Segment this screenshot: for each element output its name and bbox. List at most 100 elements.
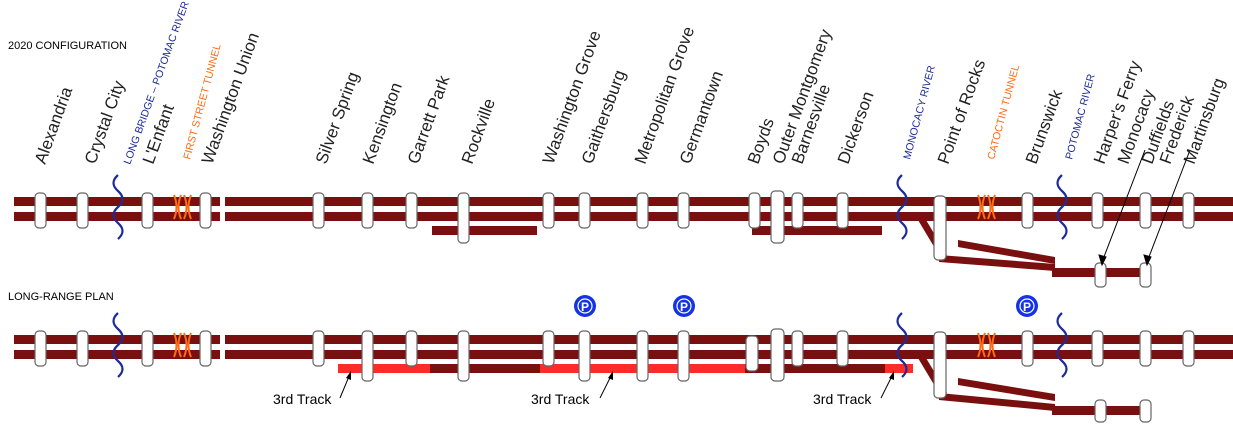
bottom-tunnels [173,332,996,358]
leader-arrows [1098,149,1191,267]
top-rivers [112,174,1068,240]
station-label: Alexandria [31,84,77,166]
station-marker-lenfant [141,192,154,229]
station-marker-kensington [361,192,374,229]
third-track-label: 3rd Track [273,391,332,407]
track-main-b [14,212,220,221]
potomac-river-icon [1056,174,1068,240]
top-tunnels [173,194,996,220]
station-marker-silver-spring [312,192,325,229]
station-marker-crystal-city [76,192,89,229]
station-marker-silver-spring [312,330,325,367]
station-marker-monocacy [1094,262,1107,288]
station-marker-duffields [1139,192,1152,229]
station-marker-metropolitan-grove [636,330,649,382]
potomac-river-icon [1056,312,1068,378]
station-marker-washington-union [199,330,212,367]
track-main-b [225,212,1233,221]
station-marker-frederick [1139,399,1152,423]
track-main-a [225,197,1233,206]
svg-text:P: P [1023,300,1031,314]
station-marker-barnesville [791,330,804,367]
station-marker-boyds [748,192,761,229]
station-marker-washington-grove [542,330,555,367]
station-marker-brunswick [1021,192,1034,229]
bottom-tracks [14,335,1233,415]
station-marker-point-of-rocks [933,331,947,399]
station-marker-dickerson [836,330,849,367]
third-track-segment [885,364,913,373]
station-marker-rockville [457,330,470,382]
station-marker-metropolitan-grove [636,192,649,229]
monocacy-river-label: MONOCACY RIVER [901,64,938,161]
station-marker-point-of-rocks [933,195,947,261]
third-track-callouts: 3rd Track 3rd Track 3rd Track [273,371,894,407]
station-label: Garrett Park [404,72,454,166]
top-stations [34,190,1195,288]
parking-badges: P P P [574,295,1038,317]
track-main-b [14,350,220,359]
first-street-tunnel-icon [173,194,192,220]
long-bridge-river-icon [112,174,124,240]
station-label: Rockville [458,96,499,166]
station-marker-alexandria [34,330,47,367]
station-marker-harpers-ferry [1091,192,1104,229]
station-marker-germantown [677,192,690,229]
station-marker-washington-grove [542,192,555,229]
station-marker-frederick [1139,262,1152,288]
station-label: Crystal City [81,78,129,167]
track-main-a [14,335,220,344]
station-marker-boyds [745,335,759,372]
top-tracks [14,197,1233,277]
station-label: Silver Spring [312,69,363,166]
station-label: Dickerson [834,89,878,167]
bottom-rivers [112,312,1068,378]
monocacy-river-icon [896,312,908,378]
section-title-long-range: LONG-RANGE PLAN [8,291,114,303]
station-marker-garrett-park [405,330,418,367]
third-track-label: 3rd Track [531,391,590,407]
parking-icon: P [1016,295,1038,317]
station-marker-martinsburg [1182,330,1195,367]
station-marker-kensington [361,330,374,382]
station-marker-monocacy [1094,399,1107,423]
station-marker-gaithersburg [578,330,591,382]
section-title-2020: 2020 CONFIGURATION [8,40,127,52]
long-bridge-river-icon [112,312,124,378]
station-marker-outer-montgomery [770,328,785,382]
parking-icon: P [574,295,596,317]
station-marker-germantown [677,330,690,382]
station-marker-lenfant [141,330,154,367]
track-siding [430,364,540,373]
station-marker-outer-montgomery [770,190,785,244]
parking-icon: P [673,295,695,317]
station-marker-crystal-city [76,330,89,367]
track-siding [752,226,882,235]
station-marker-harpers-ferry [1091,330,1104,367]
station-marker-barnesville [791,192,804,229]
track-branch [958,240,1055,264]
station-label: Kensington [359,80,406,166]
station-marker-garrett-park [405,192,418,229]
track-siding [432,226,537,235]
svg-text:P: P [581,300,589,314]
track-main-a [14,197,220,206]
bottom-stations [34,328,1195,423]
station-marker-washington-union [199,192,212,229]
station-marker-brunswick [1021,330,1034,367]
svg-text:P: P [680,300,688,314]
station-marker-dickerson [836,192,849,229]
station-marker-rockville [457,192,470,244]
station-marker-gaithersburg [578,192,591,229]
third-track-segment [338,364,430,373]
station-label: Brunswick [1022,87,1067,167]
track-branch [958,378,1055,401]
first-street-tunnel-icon [173,332,192,358]
potomac-river-label: POTOMAC RIVER [1063,72,1097,160]
monocacy-river-icon [896,174,908,240]
third-track-label: 3rd Track [813,391,872,407]
station-marker-duffields [1139,330,1152,367]
track-siding [745,364,885,373]
